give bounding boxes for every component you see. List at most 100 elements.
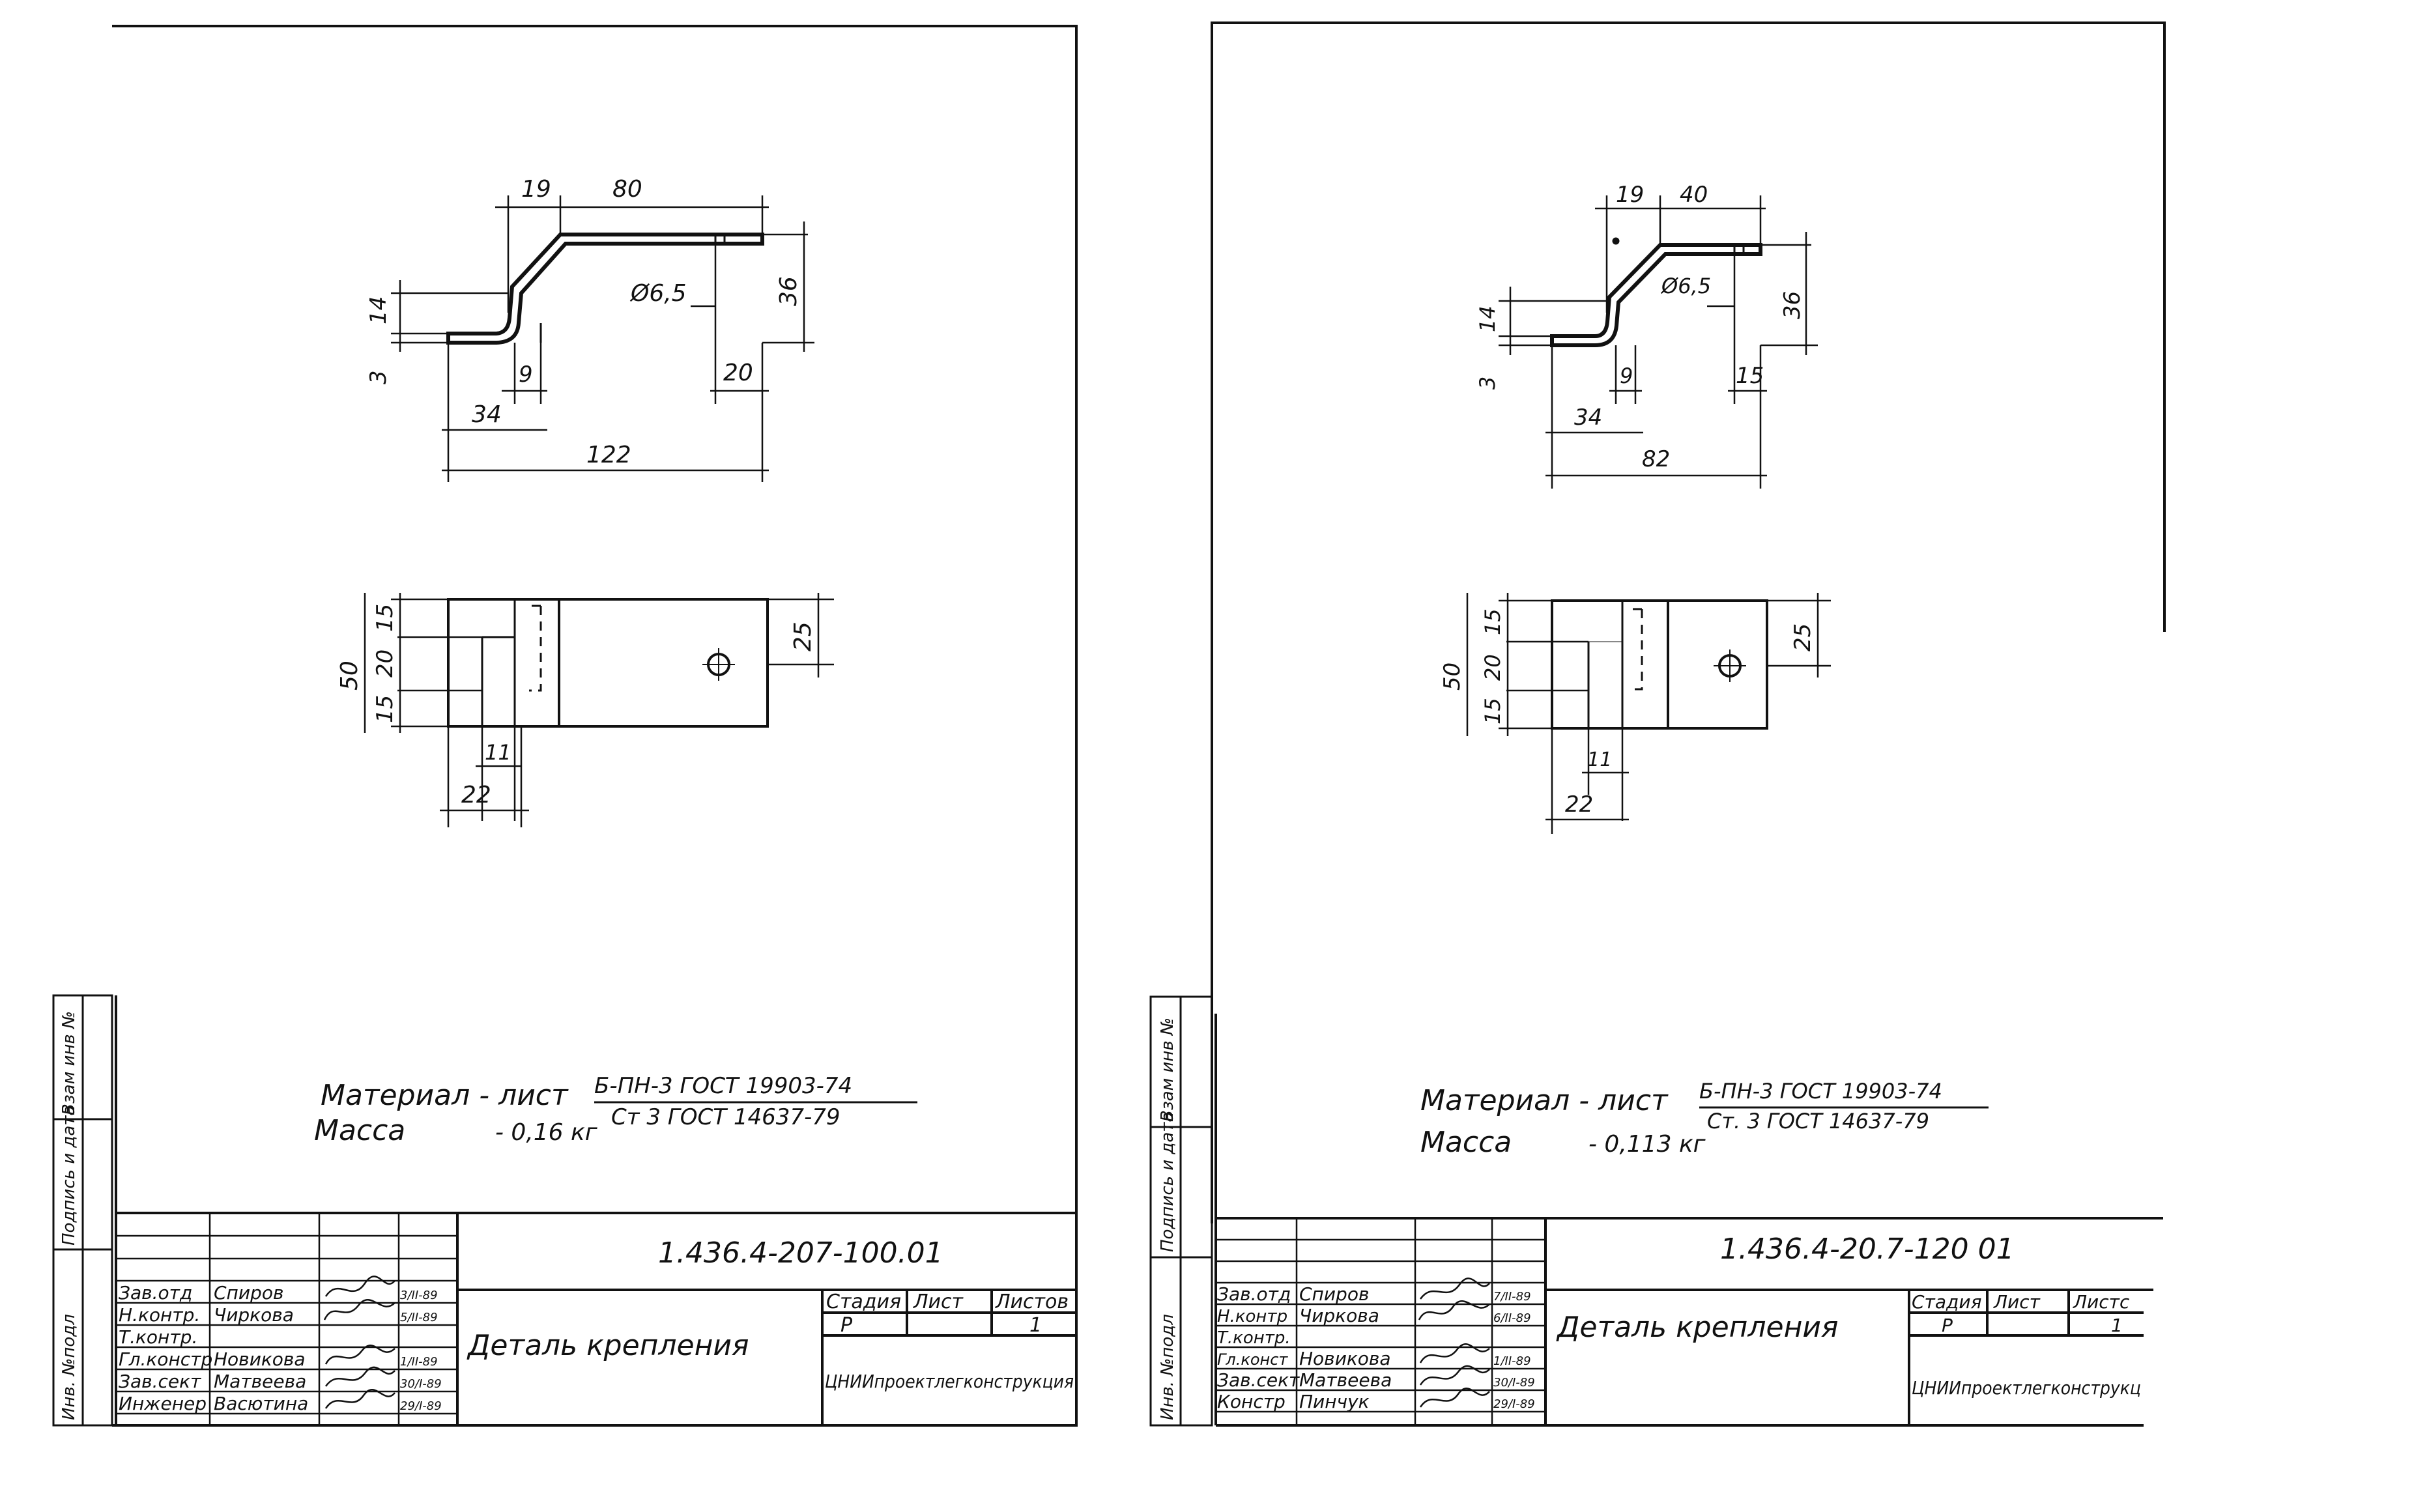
staff-date: 1/II-89 xyxy=(400,1355,438,1369)
staff-name: Чиркова xyxy=(1299,1305,1379,1326)
sheet-no: 1 xyxy=(2111,1315,2123,1336)
sheet-no: 1 xyxy=(1029,1314,1042,1337)
staff-date: 7/II-89 xyxy=(1493,1290,1531,1304)
drawing-title: Деталь крепления xyxy=(467,1329,749,1362)
material-bottom: Ст 3 ГОСТ 14637-79 xyxy=(611,1104,841,1130)
staff-role: Зав.сект xyxy=(119,1371,201,1392)
dim-22: 22 xyxy=(461,782,491,808)
dim-9: 9 xyxy=(1620,364,1633,388)
mass-label: Масса xyxy=(1420,1126,1512,1159)
mass-value: - 0,113 кг xyxy=(1588,1131,1706,1158)
sheet-1-side-strip xyxy=(52,994,113,1427)
staff-role: Т.контр. xyxy=(1217,1328,1291,1348)
stage-header: Стадия xyxy=(1912,1291,1981,1313)
staff-role: Констр xyxy=(1217,1391,1286,1412)
side-label-sign: Подпись и дата xyxy=(59,1105,79,1246)
dim-total: 82 xyxy=(1642,446,1670,472)
mass-value: - 0,16 кг xyxy=(495,1119,598,1146)
staff-role: Зав.сект xyxy=(1217,1369,1300,1391)
side-label-inv: Инв. №подл xyxy=(1158,1314,1177,1420)
doc-number: 1.436.4-20.7-120 01 xyxy=(1720,1233,2015,1266)
organization: ЦНИИпроектлегконструкц xyxy=(1912,1377,2141,1399)
dim-25: 25 xyxy=(1790,623,1816,651)
dim-22: 22 xyxy=(1565,792,1593,818)
sheet-2-title-block xyxy=(1216,1217,2163,1427)
dim-25: 25 xyxy=(790,621,816,651)
sheet-2-side-view xyxy=(1550,237,1762,347)
dim-15b: 15 xyxy=(1480,698,1505,724)
sheet-1-title-block xyxy=(116,1212,1076,1425)
dim-total: 122 xyxy=(586,442,631,468)
dim-15a: 15 xyxy=(1480,608,1505,635)
sheets-header: Листов xyxy=(995,1291,1069,1313)
dim-36: 36 xyxy=(775,276,802,306)
staff-role: Зав.отд xyxy=(1217,1283,1291,1305)
dim-15: 15 xyxy=(1736,363,1764,389)
sheet-1-side-dimensions xyxy=(391,195,814,482)
side-label-inv: Инв. №подл xyxy=(59,1314,79,1420)
sheet-2-plan-dimensions xyxy=(1466,593,1831,834)
staff-name: Матвеева xyxy=(1299,1369,1392,1391)
staff-name: Пинчук xyxy=(1299,1391,1370,1412)
dim-11: 11 xyxy=(1587,749,1612,771)
material-bottom: Ст. 3 ГОСТ 14637-79 xyxy=(1707,1109,1929,1134)
sheet-2-text: 19 40 Ø6,5 36 14 3 9 15 34 82 50 15 20 1… xyxy=(1158,182,2141,1420)
dim-34: 34 xyxy=(1574,405,1602,431)
staff-role: Н.контр. xyxy=(119,1304,200,1326)
sheet-1-staff-grid xyxy=(116,1213,457,1425)
sheet-2-frame xyxy=(1211,21,2166,1425)
dim-19: 19 xyxy=(521,176,551,203)
sheet-2-plan-view xyxy=(1551,599,1768,730)
staff-date: 30/I-89 xyxy=(1493,1376,1535,1390)
stage-header: Стадия xyxy=(826,1291,901,1313)
dim-3: 3 xyxy=(1475,377,1500,390)
staff-name: Новикова xyxy=(214,1348,306,1370)
dim-50: 50 xyxy=(1439,663,1465,691)
staff-date: 1/II-89 xyxy=(1493,1354,1531,1368)
doc-number: 1.436.4-207-100.01 xyxy=(658,1236,943,1270)
signatures xyxy=(1418,1277,1490,1408)
sheet-header: Лист xyxy=(1993,1291,2041,1313)
sheet-1-text: 19 80 Ø6,5 36 14 3 9 20 34 122 50 15 20 … xyxy=(59,176,1074,1420)
dim-15a: 15 xyxy=(372,604,398,632)
dim-hole: Ø6,5 xyxy=(1660,274,1711,298)
dim-11: 11 xyxy=(485,740,511,765)
mass-label: Масса xyxy=(314,1114,405,1147)
stage-value: Р xyxy=(1942,1315,1953,1336)
staff-role: Зав.отд xyxy=(119,1282,192,1304)
dim-50: 50 xyxy=(336,661,363,691)
sheets-header: Листс xyxy=(2073,1291,2130,1313)
staff-name: Матвеева xyxy=(214,1371,306,1392)
staff-date: 29/I-89 xyxy=(400,1399,442,1413)
staff-role: Н.контр xyxy=(1217,1307,1287,1326)
staff-date: 30/I-89 xyxy=(400,1377,442,1391)
sheet-1-side-view xyxy=(446,233,764,345)
staff-name: Спиров xyxy=(214,1282,283,1304)
dim-34: 34 xyxy=(472,401,502,428)
staff-date: 3/II-89 xyxy=(400,1289,438,1302)
material-top: Б-ПН-3 ГОСТ 19903-74 xyxy=(594,1073,852,1099)
sheet-1-plan-view xyxy=(447,598,769,728)
staff-role: Т.контр. xyxy=(119,1326,197,1348)
side-label-vzam: Взам инв № xyxy=(1158,1018,1177,1122)
side-label-vzam: Взам инв № xyxy=(59,1011,79,1115)
dim-40: 40 xyxy=(1680,182,1708,208)
staff-role: Инженер xyxy=(119,1393,207,1414)
sheet-1 xyxy=(52,25,1078,1427)
staff-date: 5/II-89 xyxy=(400,1311,438,1324)
dim-15b: 15 xyxy=(372,695,398,723)
sheet-2 xyxy=(1149,21,2166,1427)
material-top: Б-ПН-3 ГОСТ 19903-74 xyxy=(1699,1079,1942,1104)
staff-date: 29/I-89 xyxy=(1493,1397,1535,1411)
drawing-title: Деталь крепления xyxy=(1556,1311,1838,1344)
staff-name: Чиркова xyxy=(214,1304,294,1326)
sheet-1-frame xyxy=(112,25,1078,1427)
signatures xyxy=(323,1276,395,1409)
dim-3: 3 xyxy=(366,370,392,384)
dim-80: 80 xyxy=(612,176,642,203)
side-label-sign: Подпись и дата xyxy=(1158,1112,1177,1252)
dim-14: 14 xyxy=(366,296,392,324)
staff-role: Гл.констр xyxy=(119,1348,212,1370)
dim-9: 9 xyxy=(519,362,533,388)
